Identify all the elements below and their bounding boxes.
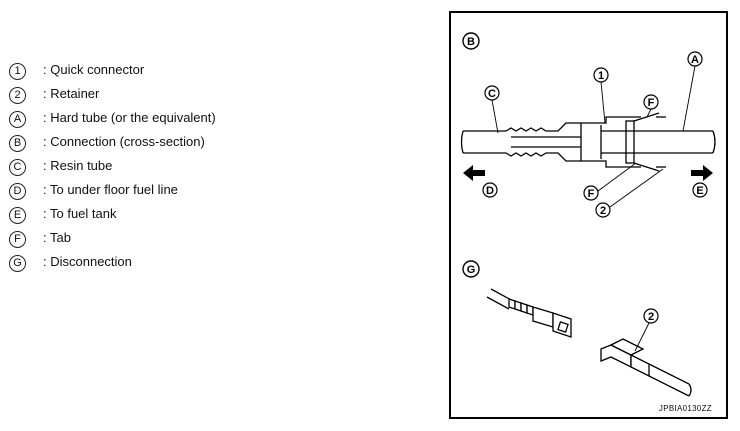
callout-2-bottom: 2 (634, 308, 659, 352)
svg-text:F: F (648, 97, 655, 109)
callout-f-top: F (643, 94, 659, 118)
callout-c: C (484, 85, 500, 134)
callout-a: A (682, 51, 703, 132)
callout-e: E (692, 182, 708, 198)
legend-symbol: G (9, 255, 26, 272)
svg-text:2: 2 (600, 205, 606, 217)
legend-symbol: A (9, 111, 26, 128)
legend-symbol: E (9, 207, 26, 224)
callout-1: 1 (593, 67, 609, 124)
callout-d: D (482, 182, 498, 198)
legend-text: : Tab (43, 230, 71, 245)
svg-text:C: C (488, 88, 496, 100)
section-g-label: G (462, 260, 480, 278)
svg-text:G: G (467, 264, 476, 276)
svg-text:F: F (588, 188, 595, 200)
legend-symbol: 2 (9, 87, 26, 104)
legend-text: : Disconnection (43, 254, 132, 269)
legend-symbol: B (9, 135, 26, 152)
section-b-label: B (462, 32, 480, 50)
legend-text: : To under floor fuel line (43, 182, 178, 197)
callout-f-bottom: F (583, 162, 637, 201)
arrow-right-icon (691, 165, 713, 181)
svg-text:A: A (691, 54, 699, 66)
svg-text:B: B (467, 36, 475, 48)
legend-symbol: D (9, 183, 26, 200)
svg-text:D: D (486, 185, 494, 197)
arrow-left-icon (463, 165, 485, 181)
legend-text: : Retainer (43, 86, 100, 101)
legend-symbol: C (9, 159, 26, 176)
legend-text: : Hard tube (or the equivalent) (43, 110, 216, 125)
legend: 1 : Quick connector 2 : Retainer A : Har… (9, 62, 216, 272)
legend-text: : Connection (cross-section) (43, 134, 205, 149)
hard-tube-with-retainer (600, 338, 692, 397)
legend-symbol: 1 (9, 63, 26, 80)
hard-tube (601, 130, 716, 154)
retainer-section (625, 112, 666, 172)
connector-illustration: B (460, 32, 716, 397)
legend-text: : Resin tube (43, 158, 113, 173)
quick-connector-section (505, 116, 641, 168)
legend-text: : To fuel tank (43, 206, 117, 221)
svg-text:2: 2 (648, 311, 654, 323)
figure-code: JPBIA0130ZZ (658, 404, 712, 413)
resin-tube (460, 130, 506, 154)
svg-text:E: E (696, 185, 703, 197)
legend-text: : Quick connector (43, 62, 145, 77)
disconnected-quick-connector (486, 288, 572, 338)
callout-2-top: 2 (595, 168, 664, 218)
legend-symbol: F (9, 231, 26, 248)
figure-frame: B (449, 11, 728, 419)
svg-text:1: 1 (598, 70, 604, 82)
